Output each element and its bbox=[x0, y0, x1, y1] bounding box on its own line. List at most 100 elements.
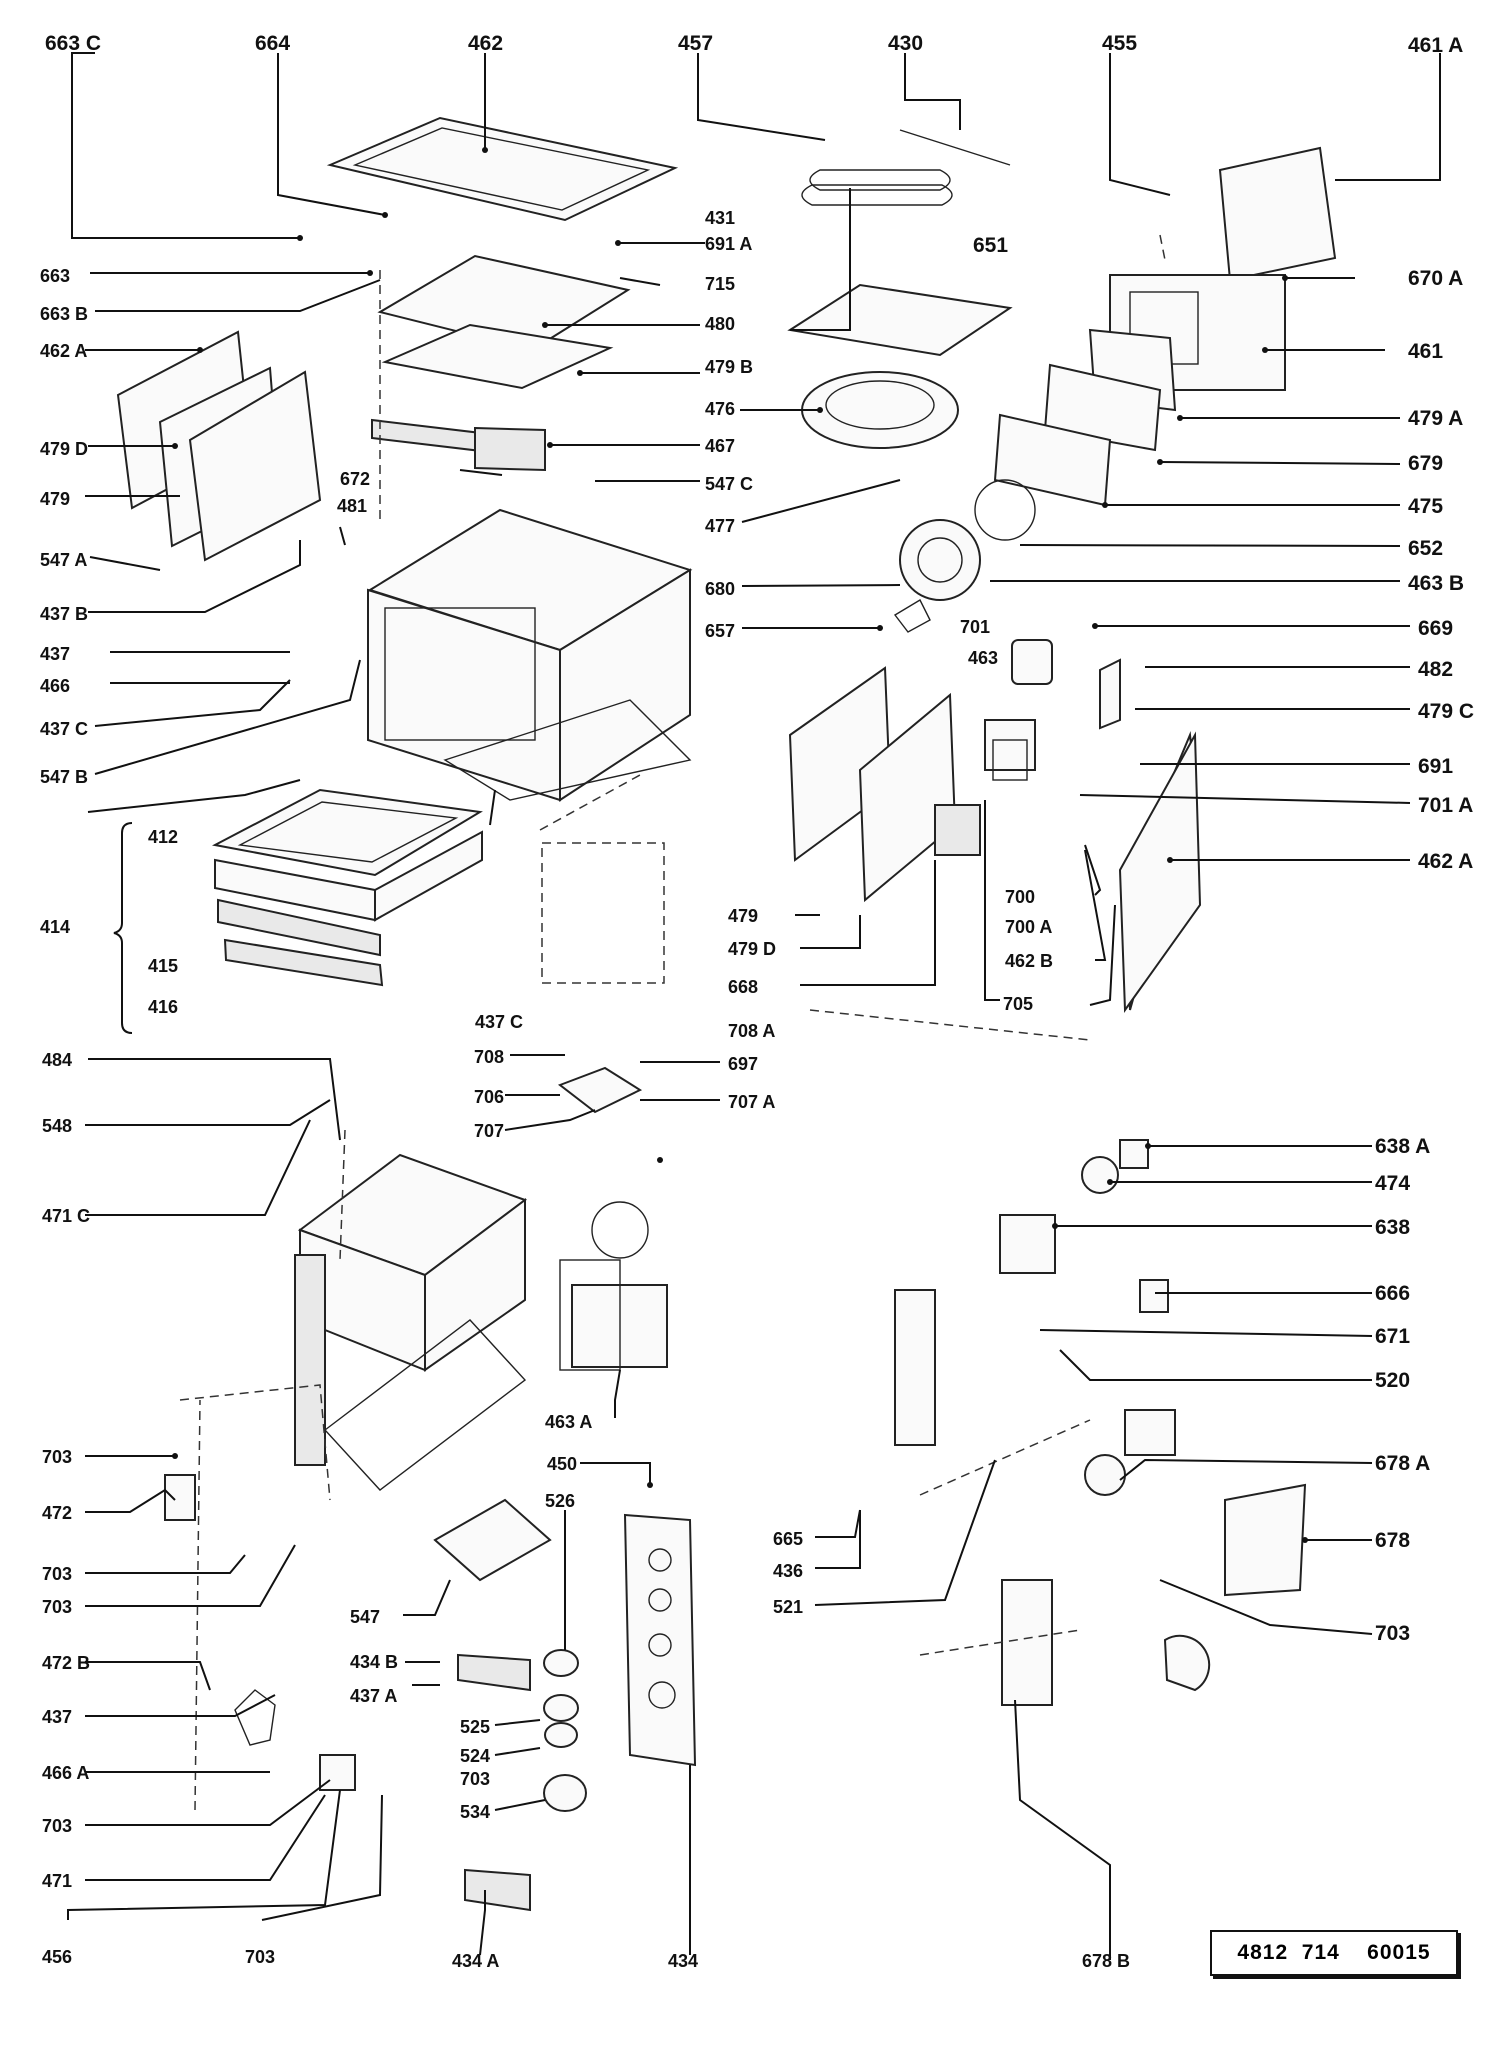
label-481: 481 bbox=[337, 496, 367, 516]
label-671: 671 bbox=[1375, 1325, 1410, 1348]
label-657: 657 bbox=[705, 621, 735, 641]
label-466: 466 bbox=[40, 676, 70, 696]
label-437C-b: 437 C bbox=[475, 1012, 523, 1032]
label-705: 705 bbox=[1003, 994, 1033, 1014]
label-547B: 547 B bbox=[40, 767, 88, 787]
label-461: 461 bbox=[1408, 340, 1443, 363]
label-680: 680 bbox=[705, 579, 735, 599]
label-691: 691 bbox=[1418, 755, 1453, 778]
label-548: 548 bbox=[42, 1116, 72, 1136]
label-520: 520 bbox=[1375, 1369, 1410, 1392]
label-472: 472 bbox=[42, 1503, 72, 1523]
label-416: 416 bbox=[148, 997, 178, 1017]
document-number: 4812 714 60015 bbox=[1210, 1930, 1458, 1976]
label-479B: 479 B bbox=[705, 357, 753, 377]
label-477: 477 bbox=[705, 516, 735, 536]
label-479D-top: 479 D bbox=[40, 439, 88, 459]
label-414: 414 bbox=[40, 917, 70, 937]
label-484: 484 bbox=[42, 1050, 72, 1070]
leader-dots bbox=[172, 147, 1308, 1543]
label-462A-right: 462 A bbox=[1418, 850, 1473, 873]
label-480: 480 bbox=[705, 314, 735, 334]
label-703g: 703 bbox=[245, 1947, 275, 1967]
label-703f: 703 bbox=[42, 1816, 72, 1836]
label-436: 436 bbox=[773, 1561, 803, 1581]
label-703a: 703 bbox=[42, 1447, 72, 1467]
label-437: 437 bbox=[40, 644, 70, 664]
label-521: 521 bbox=[773, 1597, 803, 1617]
label-457: 457 bbox=[678, 32, 713, 55]
label-703c: 703 bbox=[42, 1597, 72, 1617]
label-434A: 434 A bbox=[452, 1951, 499, 1971]
label-479: 479 bbox=[40, 489, 70, 509]
label-707: 707 bbox=[474, 1121, 504, 1141]
label-700A: 700 A bbox=[1005, 917, 1052, 937]
label-666: 666 bbox=[1375, 1282, 1410, 1305]
label-463: 463 bbox=[968, 648, 998, 668]
label-472B: 472 B bbox=[42, 1653, 90, 1673]
label-663C: 663 C bbox=[45, 32, 101, 55]
label-437B: 437 B bbox=[40, 604, 88, 624]
label-437A: 437 A bbox=[350, 1686, 397, 1706]
label-431: 431 bbox=[705, 208, 735, 228]
label-415: 415 bbox=[148, 956, 178, 976]
label-638: 638 bbox=[1375, 1216, 1410, 1239]
label-715: 715 bbox=[705, 274, 735, 294]
label-707A: 707 A bbox=[728, 1092, 775, 1112]
label-664: 664 bbox=[255, 32, 290, 55]
label-703b: 703 bbox=[42, 1564, 72, 1584]
label-697: 697 bbox=[728, 1054, 758, 1074]
label-482: 482 bbox=[1418, 658, 1453, 681]
label-701A: 701 A bbox=[1418, 794, 1473, 817]
label-430: 430 bbox=[888, 32, 923, 55]
label-691A: 691 A bbox=[705, 234, 752, 254]
label-706: 706 bbox=[474, 1087, 504, 1107]
label-525: 525 bbox=[460, 1717, 490, 1737]
label-669: 669 bbox=[1418, 617, 1453, 640]
label-462A-top: 462 A bbox=[40, 341, 87, 361]
leader-lines bbox=[67, 52, 1441, 1960]
label-668: 668 bbox=[728, 977, 758, 997]
dashed-guides bbox=[179, 234, 1166, 1811]
label-547C: 547 C bbox=[705, 474, 753, 494]
label-434: 434 bbox=[668, 1951, 698, 1971]
label-461A: 461 A bbox=[1408, 34, 1463, 57]
label-678: 678 bbox=[1375, 1529, 1410, 1552]
label-547: 547 bbox=[350, 1607, 380, 1627]
document-number-text: 4812 714 60015 bbox=[1237, 1941, 1431, 1964]
label-524: 524 bbox=[460, 1746, 490, 1766]
label-663B: 663 B bbox=[40, 304, 88, 324]
label-463A: 463 A bbox=[545, 1412, 592, 1432]
label-638A: 638 A bbox=[1375, 1135, 1430, 1158]
label-450: 450 bbox=[547, 1454, 577, 1474]
label-479-mid: 479 bbox=[728, 906, 758, 926]
label-526: 526 bbox=[545, 1491, 575, 1511]
label-412: 412 bbox=[148, 827, 178, 847]
label-462: 462 bbox=[468, 32, 503, 55]
label-466A: 466 A bbox=[42, 1763, 89, 1783]
callout-labels: 663 C 664 462 457 430 455 461 A 431 691 … bbox=[40, 32, 1474, 1971]
label-463B: 463 B bbox=[1408, 572, 1464, 595]
label-479A: 479 A bbox=[1408, 407, 1463, 430]
label-434B: 434 B bbox=[350, 1652, 398, 1672]
label-652: 652 bbox=[1408, 537, 1443, 560]
label-663: 663 bbox=[40, 266, 70, 286]
label-471: 471 bbox=[42, 1871, 72, 1891]
label-678B: 678 B bbox=[1082, 1951, 1130, 1971]
label-547A: 547 A bbox=[40, 550, 87, 570]
label-456: 456 bbox=[42, 1947, 72, 1967]
label-474: 474 bbox=[1375, 1172, 1410, 1195]
label-701: 701 bbox=[960, 617, 990, 637]
label-467: 467 bbox=[705, 436, 735, 456]
label-476: 476 bbox=[705, 399, 735, 419]
label-679: 679 bbox=[1408, 452, 1443, 475]
label-672: 672 bbox=[340, 469, 370, 489]
label-708: 708 bbox=[474, 1047, 504, 1067]
label-534: 534 bbox=[460, 1802, 490, 1822]
label-455: 455 bbox=[1102, 32, 1137, 55]
label-475: 475 bbox=[1408, 495, 1443, 518]
part-drawings bbox=[116, 116, 1337, 1912]
label-479D-mid: 479 D bbox=[728, 939, 776, 959]
label-437C: 437 C bbox=[40, 719, 88, 739]
